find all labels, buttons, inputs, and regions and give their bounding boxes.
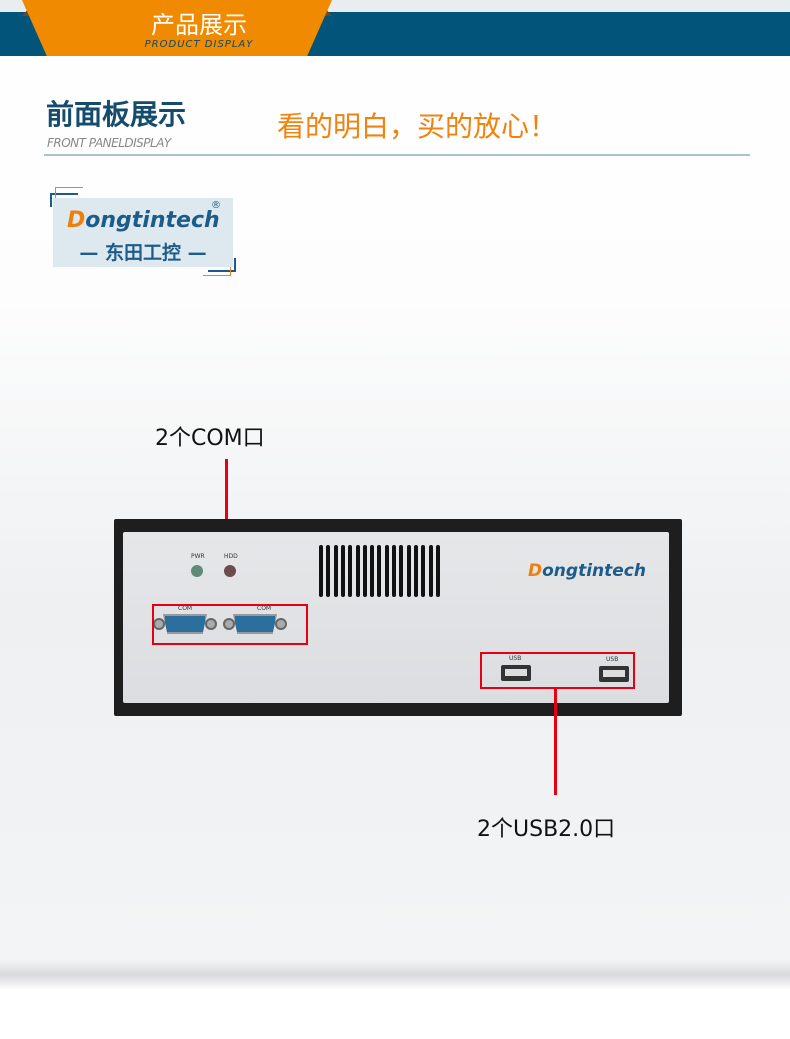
header-title: 产品展示 [151,11,247,39]
port-label: COM [178,605,193,612]
usb-callout-label: 2个USB2.0口 [477,817,616,842]
vent-slot [428,545,433,597]
divider [44,154,750,156]
vent-slot [406,545,411,597]
corner-bracket [50,193,78,207]
slogan: 看的明白，买的放心！ [277,110,558,143]
corner-bracket [203,262,231,276]
com-highlight-box [152,604,308,645]
hdd-led [224,565,236,577]
vent-slot [348,545,353,597]
vent-slot [413,545,418,597]
vent-slot [377,545,382,597]
usb-port [599,666,629,682]
vent-slot [319,545,323,597]
vent-slot [355,545,360,597]
vent-slot [384,545,389,597]
section-subtitle: FRONT PANELDISPLAY [47,136,171,150]
section-title: 前面板展示 [46,98,187,131]
com-callout-label: 2个COM口 [155,426,265,451]
vent-slot [333,545,338,597]
led-label: PWR [191,553,205,560]
vent-slot [435,545,440,597]
logo-wordmark: Dongtintech [67,208,220,233]
vent-slot [362,545,367,597]
power-led [191,565,203,577]
header-subtitle: PRODUCT DISPLAY [144,39,254,50]
led-label: HDD [224,553,238,560]
logo-chinese: — 东田工控 — [79,242,207,264]
port-label: USB [509,655,522,662]
usb-highlight-box [480,652,635,689]
com-port [153,614,217,634]
vent-slot [326,545,331,597]
header-tab: 产品展示 PRODUCT DISPLAY [22,0,332,56]
usb-port [501,665,531,681]
port-label: COM [257,605,272,612]
panel-logo: Dongtintech [528,561,646,581]
port-label: USB [606,656,619,663]
usb-callout-line [554,688,557,795]
vent-slot [340,545,345,597]
vent-slot [392,545,396,597]
com-port [223,614,287,634]
vent-slot [421,545,426,597]
brand-logo: Dongtintech ® — 东田工控 — [53,198,233,267]
registered-mark: ® [211,200,221,211]
corner-bracket [208,258,236,272]
front-panel [123,532,669,703]
vent-slot [370,545,375,597]
corner-bracket [55,187,83,201]
vent-slot [399,545,404,597]
